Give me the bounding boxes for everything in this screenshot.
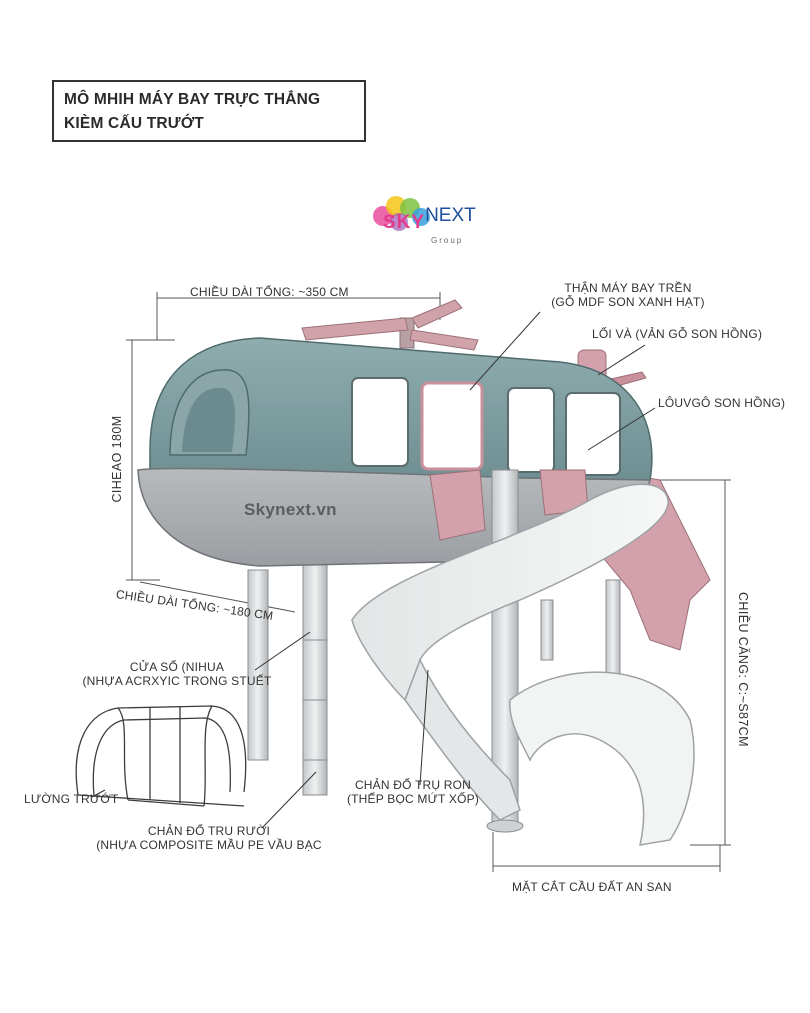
label-window-line2: (NHỰA ACRXYIC TRONG STUẾT	[82, 674, 272, 688]
top-dimension-line	[156, 292, 441, 340]
label-fuselage-line1: THẬN MÁY BAY TRỀN	[564, 281, 692, 295]
title-line-2: KIÈM CẤU TRƯỚT	[64, 115, 204, 132]
label-leg: CHẢN ĐỔ TRU RƯỜI (NHỰA COMPOSITE MẦU PE …	[84, 824, 334, 852]
label-window: CỬA SỔ (NIHUA (NHỰA ACRXYIC TRONG STUẾT	[72, 660, 282, 688]
label-height-left: CIHEAO 180M	[110, 415, 124, 503]
label-post: CHẢN ĐỔ TRỤ RON (THẾP BỌC MỨT XỐP)	[338, 778, 488, 806]
label-entry: LÔUVGÔ SON HỒNG)	[658, 396, 786, 410]
label-leg-line1: CHẢN ĐỔ TRU RƯỜI	[147, 824, 271, 838]
label-window-line1: CỬA SỔ (NIHUA	[129, 660, 225, 674]
support-legs	[247, 559, 621, 796]
title-box: MÔ MHIH MÁY BAY TRỰC THẲNG KIÈM CẤU TRƯỚ…	[52, 80, 366, 142]
fuselage	[137, 337, 653, 567]
logo-word-next: NEXT	[425, 205, 476, 226]
right-height-dimension	[650, 479, 731, 846]
slide-tunnel-graphic	[75, 705, 247, 807]
skynext-logo: SKYNEXT Group	[383, 205, 476, 245]
rotor	[301, 299, 479, 351]
spiral-slide	[351, 483, 695, 846]
label-fuselage: THẬN MÁY BAY TRỀN (GỖ MDF SON XANH HẠT)	[528, 281, 728, 309]
watermark: Skynext.vn	[244, 500, 337, 519]
skynext-logo-graphic	[373, 196, 430, 231]
label-tail: LỐI VÀ (VẢN GỖ SON HỒNG)	[592, 327, 763, 341]
label-fuselage-line2: (GỖ MDF SON XANH HẠT)	[551, 295, 705, 309]
lower-length-dimension	[139, 581, 296, 613]
logo-word-sky: SKY	[383, 212, 426, 233]
label-slide-tunnel: LƯỜNG TRƯỚT	[24, 792, 119, 806]
left-height-dimension	[126, 339, 175, 581]
label-post-line2: (THẾP BỌC MỨT XỐP)	[346, 792, 480, 806]
label-post-line1: CHẢN ĐỔ TRỤ RON	[354, 778, 472, 792]
label-base: MẶT CẮT CẦU ĐẤT AN SAN	[512, 880, 672, 894]
label-overall-length: CHIỀU DÀI TỔNG: ~350 CM	[190, 285, 349, 299]
logo-sub: Group	[431, 236, 464, 245]
label-leg-line2: (NHỰA COMPOSITE MẦU PE VẦU BẠC	[96, 838, 322, 852]
title-line-1: MÔ MHIH MÁY BAY TRỰC THẲNG	[64, 91, 321, 108]
label-height-right: CHIỀU CĂNG: C:~S87CM	[736, 592, 750, 747]
leader-lines	[91, 311, 656, 829]
base-dimension	[492, 832, 721, 872]
